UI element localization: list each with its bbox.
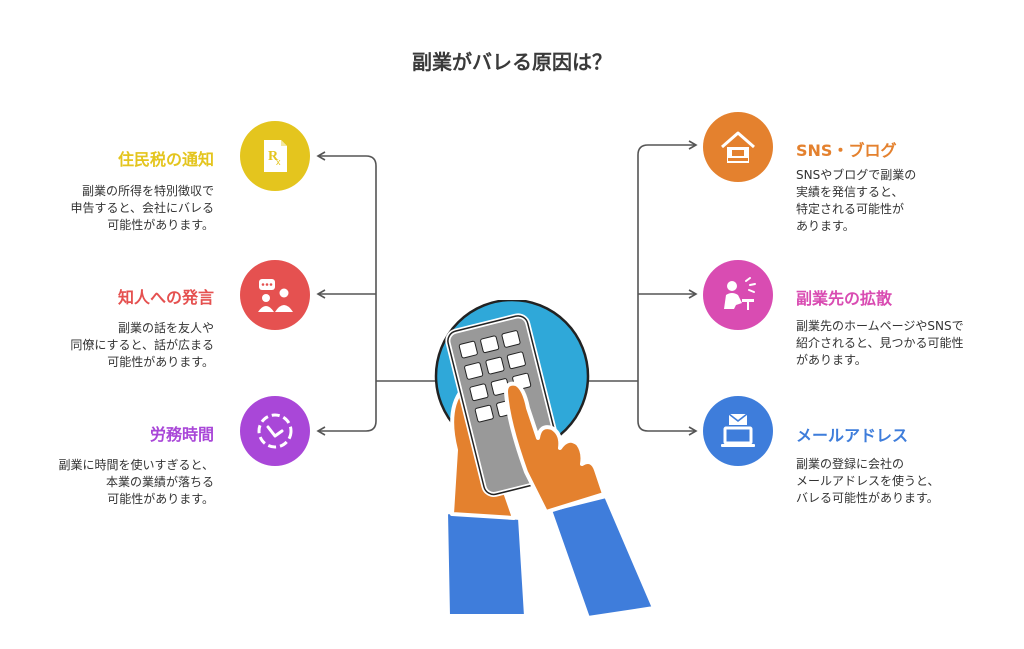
icon-circle-side-job-spread: [703, 260, 773, 330]
item-desc-acquaintance: 副業の話を友人や 同僚にすると、話が広まる 可能性があります。: [70, 321, 214, 369]
item-label-side-job-spread: 副業先の拡散: [796, 289, 893, 308]
laptop-mail-icon: [721, 413, 755, 447]
calculator-hands-icon: [434, 300, 652, 620]
svg-text:x: x: [276, 157, 281, 167]
item-desc-side-job-spread: 副業先のホームページやSNSで 紹介されると、見つかる可能性 があります。: [796, 319, 964, 367]
icon-circle-sns-blog: [703, 112, 773, 182]
item-label-resident-tax: 住民税の通知: [117, 150, 214, 169]
icon-circle-work-hours: [240, 396, 310, 466]
connector-left-spine: [365, 166, 377, 432]
item-desc-email: 副業の登録に会社の メールアドレスを使うと、 バレる可能性があります。: [796, 457, 940, 505]
item-label-work-hours: 労務時間: [149, 425, 214, 444]
people-chat-icon: [258, 279, 293, 312]
time-cycle-icon: [257, 413, 293, 449]
icon-circle-resident-tax: R x: [240, 121, 310, 191]
prescription-icon: R x: [264, 140, 287, 172]
connector-arrow-4: [637, 140, 698, 156]
item-desc-resident-tax: 副業の所得を特別徴収で 申告すると、会社にバレる 可能性があります。: [70, 184, 214, 232]
diagram-title: 副業がバレる原因は？: [412, 50, 612, 74]
house-icon: [721, 131, 755, 163]
svg-text:R: R: [268, 149, 279, 164]
presenter-icon: [724, 277, 756, 310]
connector-arrow-1: [316, 151, 377, 167]
item-label-sns-blog: SNS・ブログ: [796, 141, 897, 160]
item-desc-sns-blog: SNSやブログで副業の 実績を発信すると、 特定される可能性が あります。: [796, 168, 917, 233]
item-label-acquaintance: 知人への発言: [117, 288, 214, 307]
connector-right-spine: [637, 155, 649, 432]
icon-circle-acquaintance: [240, 260, 310, 330]
icon-circle-email: [703, 396, 773, 466]
item-desc-work-hours: 副業に時間を使いすぎると、 本業の業績が落ちる 可能性があります。: [58, 458, 214, 506]
item-label-email: メールアドレス: [796, 426, 909, 445]
